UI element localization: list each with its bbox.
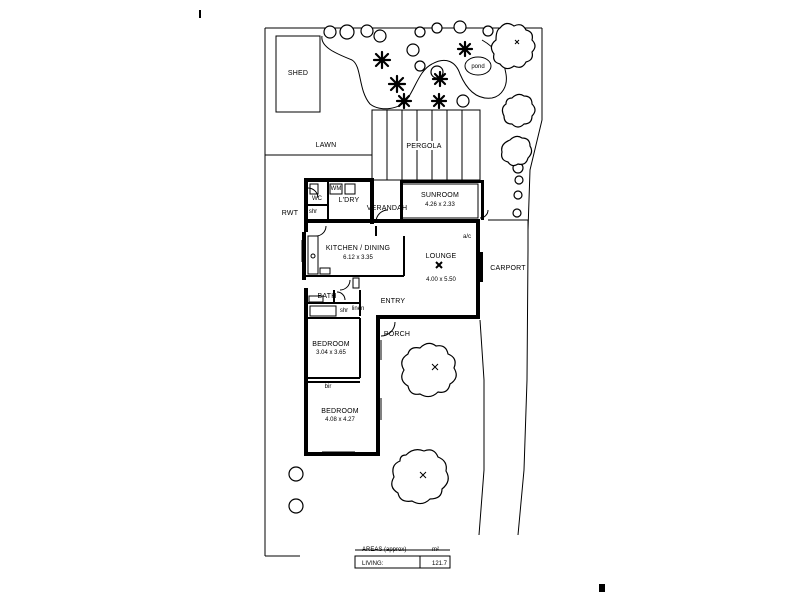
wm-label: WM xyxy=(331,186,342,192)
lounge-label: LOUNGE xyxy=(426,253,457,260)
garden-bed xyxy=(321,35,507,110)
pond: pond xyxy=(464,56,492,76)
carport-label: CARPORT xyxy=(490,265,526,272)
scan-speck xyxy=(199,10,201,18)
bedroom1-label: BEDROOM xyxy=(312,341,350,348)
areas-unit: m² xyxy=(432,547,439,553)
large-trees xyxy=(391,22,536,505)
bath-label: BATH xyxy=(318,293,337,300)
fireplace xyxy=(476,252,483,282)
porch-label: PORCH xyxy=(384,331,410,338)
lounge-size: 4.00 x 5.50 xyxy=(426,277,456,283)
fixtures xyxy=(307,183,479,317)
areas-header: AREAS (approx) xyxy=(362,547,406,553)
sunroom-label: SUNROOM xyxy=(421,192,459,199)
garden-shrubs xyxy=(288,20,524,514)
bedroom2-label: BEDROOM xyxy=(321,408,359,415)
kitchen-dining-size: 6.12 x 3.35 xyxy=(343,255,373,261)
bedroom2-size: 4.08 x 4.27 xyxy=(325,417,355,423)
rwt-label: RWT xyxy=(282,210,299,217)
laundry-label: L'DRY xyxy=(339,197,360,204)
lawn-label: LAWN xyxy=(316,142,337,149)
robe-label: bir xyxy=(325,384,332,390)
areas-table: AREAS (approx) m² LIVING: 121.7 xyxy=(354,547,451,569)
shed: SHED xyxy=(275,35,321,113)
areas-living-value: 121.7 xyxy=(432,561,448,567)
scan-mark xyxy=(599,584,605,592)
pond-label: pond xyxy=(471,64,484,70)
shed-label: SHED xyxy=(288,70,308,77)
linen-label: linen xyxy=(352,306,365,312)
entry-label: ENTRY xyxy=(381,298,406,305)
tree-markers xyxy=(419,39,520,479)
windows xyxy=(301,240,382,456)
ac-label: a/c xyxy=(463,234,471,240)
ceiling-fan-icon xyxy=(435,261,443,269)
wc-label: WC xyxy=(312,196,323,202)
verandah-label: VERANDAH xyxy=(367,205,408,212)
areas-living-label: LIVING: xyxy=(362,561,384,567)
door-swings xyxy=(307,187,489,337)
site-boundary xyxy=(264,27,543,557)
bedroom1-size: 3.04 x 3.65 xyxy=(316,350,346,356)
kitchen-dining-label: KITCHEN / DINING xyxy=(326,245,390,252)
sunroom-size: 4.26 x 2.33 xyxy=(425,202,455,208)
pergola-label: PERGOLA xyxy=(406,143,441,150)
interior-walls xyxy=(306,182,405,383)
shower-label-bath: shr xyxy=(340,308,348,314)
palm-shrubs xyxy=(372,40,474,110)
shower-label-laundry: shr xyxy=(309,209,317,215)
